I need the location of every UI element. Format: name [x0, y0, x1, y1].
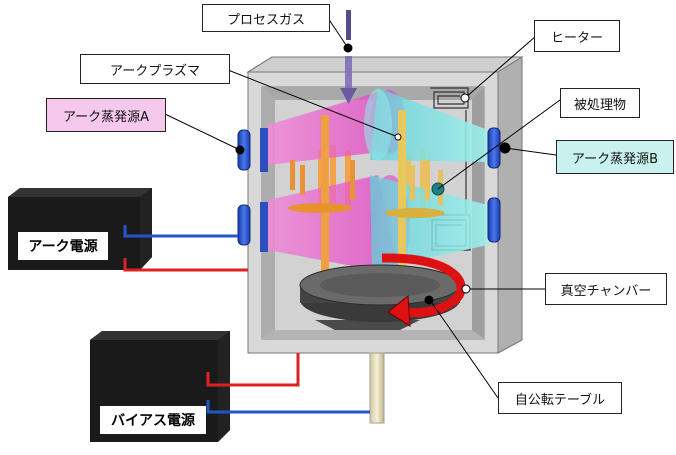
- process-gas-arrow-icon: [340, 10, 357, 104]
- label-vacuum-chamber: 真空チャンバー: [545, 273, 667, 305]
- label-arc-source-b: アーク蒸発源B: [556, 140, 674, 174]
- label-process-gas: プロセスガス: [202, 4, 330, 32]
- label-heater: ヒーター: [534, 20, 620, 52]
- leader-lines: [164, 17, 561, 399]
- label-arc-source-a: アーク蒸発源A: [46, 98, 166, 132]
- label-arc-plasma: アークプラズマ: [80, 54, 230, 84]
- table-shaft: [369, 352, 385, 424]
- label-rotary-table: 自公転テーブル: [498, 382, 622, 414]
- label-workpiece: 被処理物: [560, 88, 640, 118]
- rotation-arrow-icon: [382, 253, 466, 327]
- label-arc-power-supply: アーク電源: [18, 232, 108, 260]
- label-bias-power-supply: バイアス電源: [100, 406, 206, 434]
- arc-evaporation-source-a-ports: [237, 128, 268, 252]
- power-wiring: [123, 225, 370, 414]
